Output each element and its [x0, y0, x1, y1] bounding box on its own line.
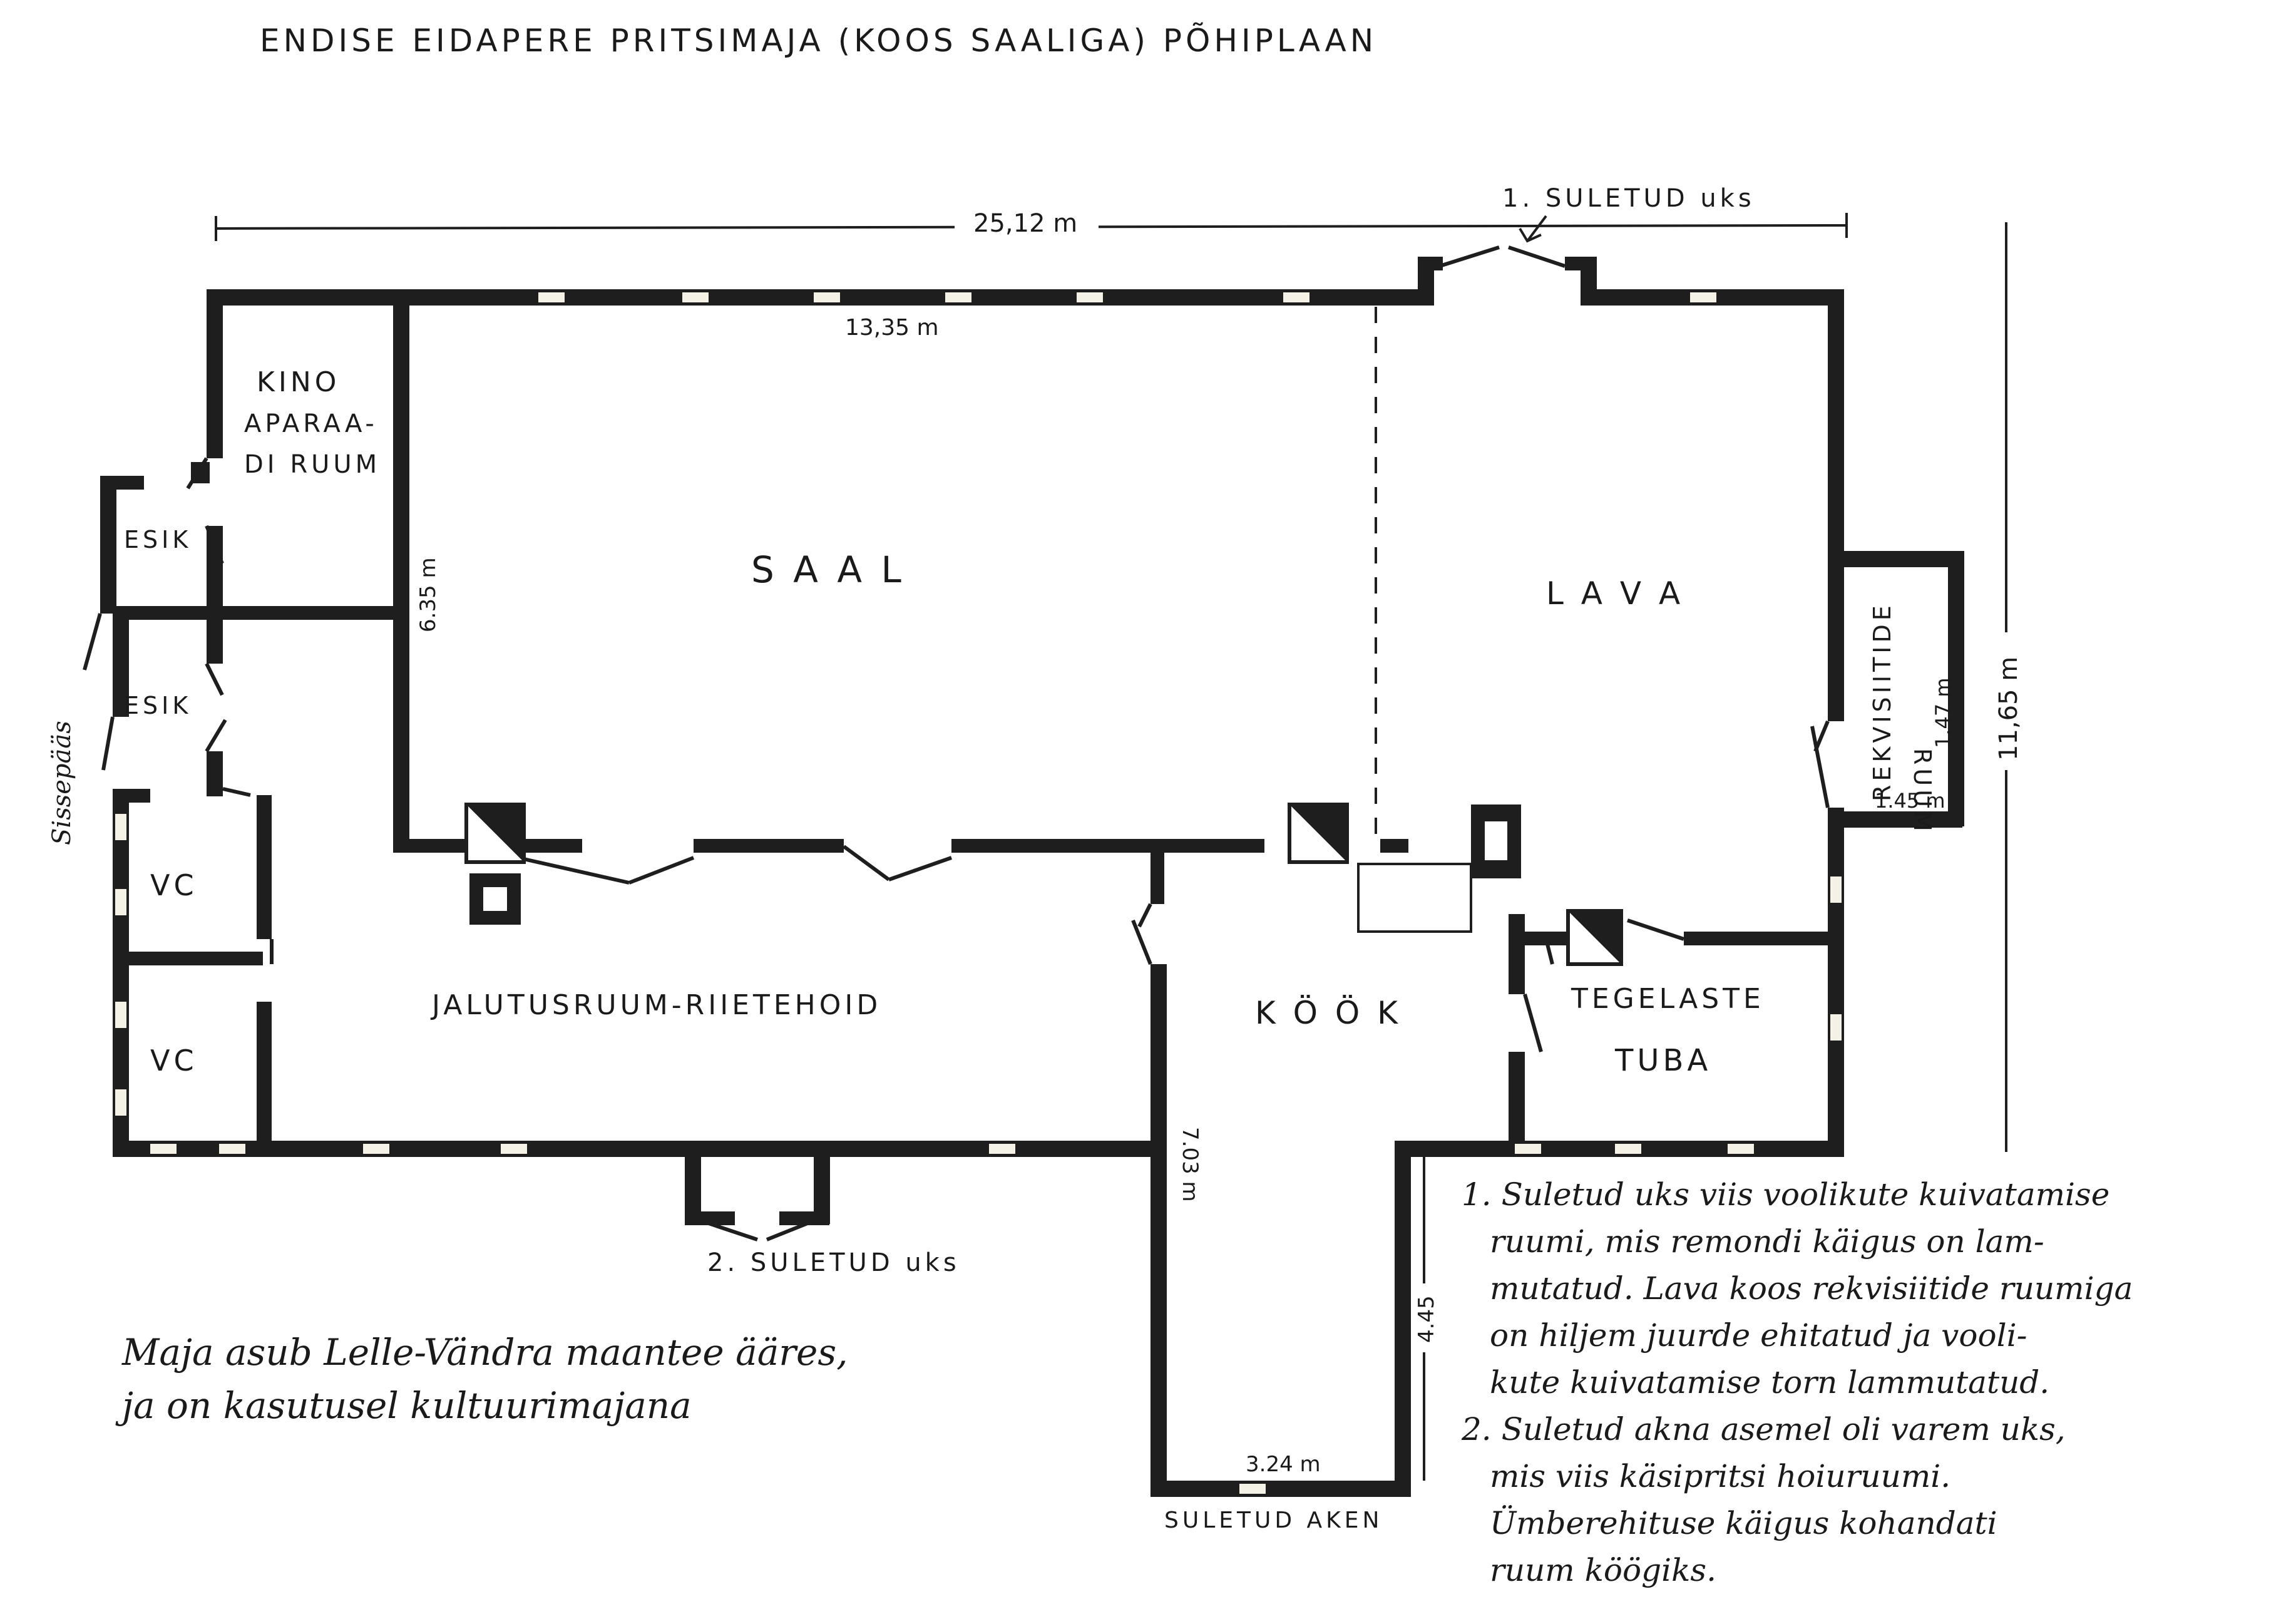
note-2-line2: mis viis käsipritsi hoiuruumi.	[1490, 1458, 1950, 1494]
chimney-saal	[469, 873, 521, 925]
stove-tegelaste	[1566, 909, 1623, 966]
kitchen-stove	[1357, 863, 1472, 933]
room-saal: S A A L	[751, 548, 905, 591]
dimension-overall-depth-label: 11,65 m	[1994, 657, 2023, 761]
room-rekvisiitide-line1: REKVISIITIDE	[1868, 602, 1896, 801]
note-2-line4: ruum köögiks.	[1490, 1552, 1716, 1588]
room-kino-line3: DI RUUM	[244, 450, 381, 479]
room-kino-line2: APARAA-	[244, 409, 378, 438]
note-2-line1: 2. Suletud akna asemel oli varem uks,	[1461, 1411, 2066, 1447]
entrance-label: Sissepääs	[48, 721, 76, 845]
room-vc-lower: VC	[150, 1044, 198, 1077]
room-rekvisiitide-line2: RUUM	[1909, 748, 1936, 835]
note-1-line2: ruumi, mis remondi käigus on lam-	[1490, 1223, 2044, 1260]
room-esik-upper: ESIK	[124, 526, 192, 553]
closed-door-1-arrow	[1526, 215, 1547, 242]
dimension-saal-depth: 6.35 m	[416, 557, 441, 632]
dimension-kook-length: 7.03 m	[1177, 1127, 1202, 1202]
closed-door-2-label: 2. SULETUD uks	[707, 1248, 960, 1277]
room-kook: K Ö Ö K	[1255, 995, 1402, 1031]
room-vc-upper: VC	[150, 868, 198, 902]
dimension-kook-width: 3.24 m	[1246, 1452, 1321, 1477]
room-esik-lower: ESIK	[124, 692, 192, 719]
room-lava: L A V A	[1546, 575, 1684, 612]
location-note-line2: ja on kasutusel kultuurimajana	[115, 1384, 692, 1427]
closed-door-1-label: 1. SULETUD uks	[1502, 184, 1755, 213]
note-2-line3: Ümberehituse käigus kohandati	[1490, 1504, 1997, 1541]
chimney-lava	[1471, 804, 1521, 878]
closed-door-1-arrowhead	[1519, 227, 1542, 243]
building-walls	[100, 257, 1964, 1497]
dimension-kook-offset: 4.45	[1414, 1295, 1439, 1343]
dimension-saal-width: 13,35 m	[845, 315, 939, 341]
room-jalutusruum: JALUTUSRUUM-RIIETEHOID	[430, 989, 881, 1021]
room-tegelaste-line2: TUBA	[1614, 1043, 1711, 1078]
plan-title: ENDISE EIDAPERE PRITSIMAJA (KOOS SAALIGA…	[260, 23, 1377, 59]
note-1-line5: kute kuivatamise torn lammutatud.	[1490, 1364, 2049, 1401]
closed-window-label: SULETUD AKEN	[1164, 1508, 1383, 1533]
dimension-overall-width-label: 25,12 m	[973, 209, 1077, 238]
stove-lava	[1288, 803, 1349, 864]
note-1-line1: 1. Suletud uks viis voolikute kuivatamis…	[1462, 1176, 2109, 1213]
dimension-rekvisiitide-depth: 1.47 m	[1931, 677, 1955, 748]
dimension-rekvisiitide-width: 1.45 m	[1875, 789, 1945, 813]
location-note-line1: Maja asub Lelle-Vändra maantee ääres,	[121, 1331, 848, 1374]
room-kino-line1: KINO	[257, 366, 340, 398]
room-tegelaste-line1: TEGELASTE	[1571, 983, 1765, 1015]
windows	[115, 292, 1842, 1494]
doors	[83, 245, 1830, 1241]
note-1-line3: mutatud. Lava koos rekvisiitide ruumiga	[1490, 1270, 2133, 1307]
stove-saal	[464, 803, 526, 864]
note-1-line4: on hiljem juurde ehitatud ja vooli-	[1490, 1317, 2027, 1354]
